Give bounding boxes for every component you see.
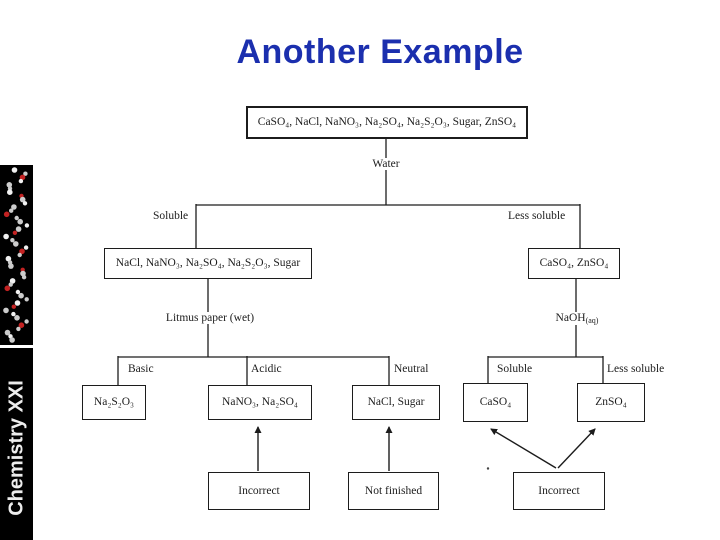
sidebar-molecule-panel [0, 165, 33, 345]
box-acidic-result: NaNO₃, Na₂SO₄ [208, 385, 312, 420]
box-less-soluble-group: CaSO₄, ZnSO₄ [528, 248, 620, 279]
box-not-finished: Not finished [348, 472, 439, 510]
label-less-soluble-2: Less soluble [607, 363, 665, 375]
label-soluble: Soluble [153, 210, 189, 222]
box-znso4: ZnSO₄ [577, 383, 645, 422]
box-neutral-result: NaCl, Sugar [352, 385, 440, 420]
slide-title: Another Example [236, 33, 524, 71]
box-incorrect-left: Incorrect [208, 472, 310, 510]
label-naoh: NaOH(aq) [552, 312, 602, 325]
label-water: Water [369, 158, 403, 170]
label-acidic: Acidic [251, 363, 282, 375]
artifact-dot [486, 467, 490, 470]
label-basic: Basic [128, 363, 154, 375]
box-basic-result: Na₂S₂O₃ [82, 385, 146, 420]
label-litmus-paper: Litmus paper (wet) [162, 312, 258, 324]
label-soluble-2: Soluble [497, 363, 533, 375]
box-mixture: CaSO₄, NaCl, NaNO₃, Na₂SO₄, Na₂S₂O₃, Sug… [246, 106, 528, 139]
box-soluble-group: NaCl, NaNO₃, Na₂SO₄, Na₂S₂O₃, Sugar [104, 248, 312, 279]
sidebar-brand-panel: Chemistry XXI [0, 348, 33, 540]
label-neutral: Neutral [394, 363, 429, 375]
box-caso4: CaSO₄ [463, 383, 528, 422]
molecule-image [3, 167, 30, 343]
label-naoh-formula: NaOH [555, 312, 586, 324]
label-less-soluble: Less soluble [508, 210, 566, 222]
label-naoh-state: (aq) [585, 316, 599, 325]
box-incorrect-right: Incorrect [513, 472, 605, 510]
